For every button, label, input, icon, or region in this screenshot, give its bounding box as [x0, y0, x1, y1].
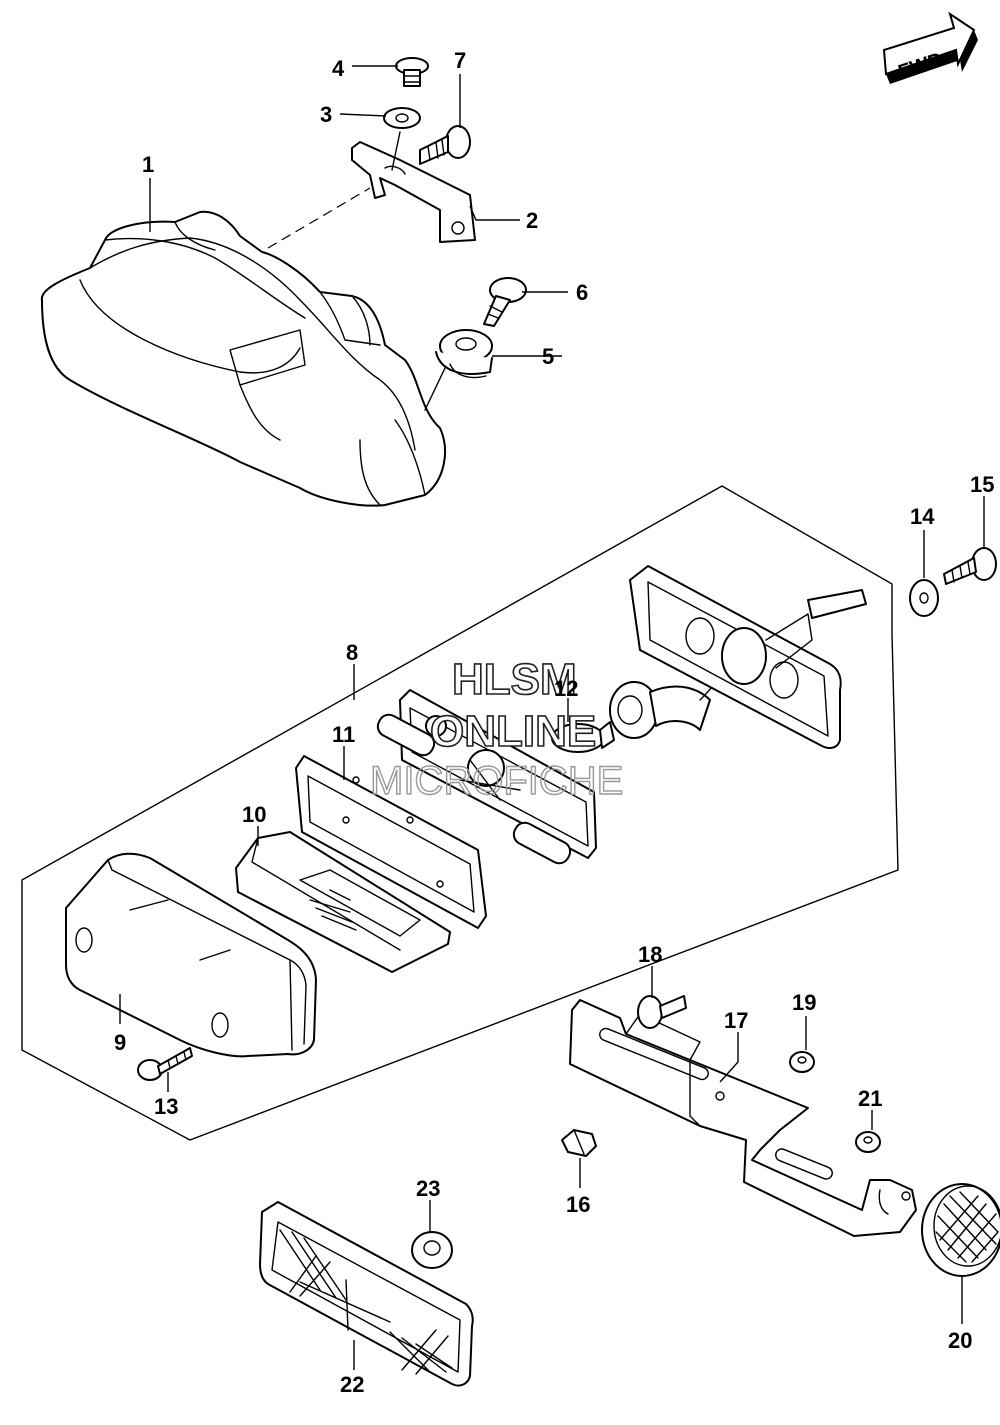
round-reflector-20: [921, 1183, 1000, 1277]
callout-9: 9: [114, 1030, 126, 1055]
callout-23: 23: [416, 1176, 440, 1201]
gasket-11: [295, 755, 487, 929]
callout-22: 22: [340, 1372, 364, 1397]
cushion-16: [561, 1129, 597, 1157]
leader-lines: [119, 65, 985, 1370]
seal-plate: [629, 565, 867, 749]
tapping-screw-7: [419, 125, 471, 165]
callout-1: 1: [142, 152, 154, 177]
callout-20: 20: [948, 1328, 972, 1353]
callout-12: 12: [554, 676, 578, 701]
fwd-arrow-icon: FWD: [882, 11, 978, 84]
bracket-plate: [351, 141, 476, 243]
watermark-line3: MICROFICHE: [370, 759, 623, 803]
callout-16: 16: [566, 1192, 590, 1217]
grommet-5: [435, 329, 493, 379]
watermark-line1: HLSM: [452, 655, 577, 704]
callout-4: 4: [332, 56, 345, 81]
callout-7: 7: [454, 48, 466, 73]
license-bracket-17: [569, 999, 917, 1237]
socket-plate-8: [376, 689, 597, 865]
callout-19: 19: [792, 990, 816, 1015]
callout-11: 11: [332, 722, 355, 747]
nut-21: [855, 1131, 881, 1153]
kit-box-outline: [21, 485, 899, 1141]
reflector-10: [235, 831, 451, 973]
callout-17: 17: [724, 1008, 748, 1033]
bolt-18: [637, 995, 687, 1029]
screw-4: [395, 57, 429, 87]
callout-14: 14: [910, 504, 935, 529]
tail-lamp-lens: [65, 852, 317, 1058]
nut-19: [789, 1051, 815, 1073]
wire-socket: [609, 639, 761, 739]
watermark: HLSM ONLINE MICROFICHE: [369, 654, 624, 804]
tapping-screw-15: [943, 547, 997, 585]
tail-lamp-housing: [40, 210, 446, 507]
watermark-line2: ONLINE: [430, 707, 596, 756]
callout-labels: 1 2 3 4 5 6 7 8 9 10 11 12 13 14 15 16 1…: [114, 48, 994, 1397]
washer-14: [909, 579, 939, 617]
callout-6: 6: [576, 280, 588, 305]
callout-18: 18: [638, 942, 662, 967]
washer-3: [383, 107, 421, 171]
tapping-screw-13: [137, 1047, 193, 1081]
callout-5: 5: [542, 344, 554, 369]
callout-21: 21: [858, 1086, 882, 1111]
callout-2: 2: [526, 208, 538, 233]
rect-reflector-22: [259, 1201, 474, 1387]
nut-23: [411, 1231, 453, 1269]
bulb-12: [551, 721, 615, 753]
tapping-screw-6: [483, 277, 527, 327]
callout-15: 15: [970, 472, 994, 497]
callout-13: 13: [154, 1094, 178, 1119]
callout-3: 3: [320, 102, 332, 127]
callout-10: 10: [242, 802, 266, 827]
callout-8: 8: [346, 640, 358, 665]
